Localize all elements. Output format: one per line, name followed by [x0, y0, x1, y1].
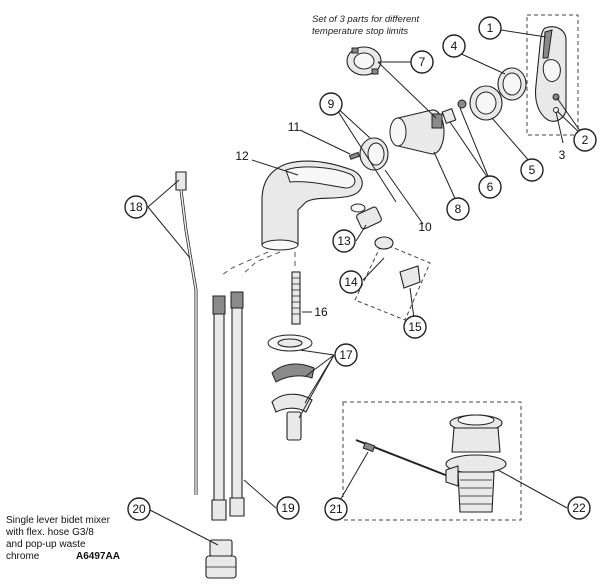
callout-11: 11 — [288, 120, 301, 134]
callout-20: 20 — [127, 497, 151, 521]
callout-number: 16 — [314, 305, 328, 319]
callout-10: 10 — [418, 220, 432, 234]
callout-number: 8 — [455, 202, 462, 216]
temperature-stop-part — [346, 46, 382, 76]
callout-number: 22 — [572, 501, 586, 515]
callout-9: 9 — [319, 92, 343, 116]
hose-path-right — [241, 251, 281, 276]
waste-group-box — [342, 401, 522, 521]
callout-14: 14 — [339, 270, 363, 294]
callout-16: 16 — [314, 305, 328, 319]
note-line: Set of 3 parts for different — [312, 14, 420, 25]
callout-5: 5 — [520, 158, 544, 182]
cartridge-part — [389, 109, 445, 155]
callout-12: 12 — [235, 149, 249, 163]
caption-line: Single lever bidet mixer — [6, 515, 110, 526]
lever-handle-part — [534, 26, 567, 122]
callout-number: 9 — [328, 97, 335, 111]
product-code: A6497AA — [76, 551, 120, 562]
note-line: temperature stop limits — [312, 26, 409, 37]
callout-22: 22 — [567, 496, 591, 520]
mounting-kit-part — [267, 334, 315, 441]
callout-number: 5 — [529, 163, 536, 177]
callout-number: 1 — [487, 21, 494, 35]
callout-number: 20 — [132, 502, 146, 516]
callout-number: 11 — [288, 120, 301, 134]
flex-hoses-part — [211, 291, 245, 521]
callout-number: 10 — [418, 220, 432, 234]
callout-7: 7 — [410, 50, 434, 74]
waste-linkage-part — [355, 439, 449, 477]
pop-up-waste-part — [445, 414, 507, 513]
cartridge-seal-part — [359, 137, 389, 171]
retaining-nut-part — [469, 85, 503, 121]
aerator-group-box — [354, 242, 431, 321]
cover-ring-part — [497, 67, 527, 101]
callout-number: 3 — [559, 148, 566, 162]
callout-number: 2 — [582, 133, 589, 147]
callout-3: 3 — [559, 148, 566, 162]
aerator-part — [350, 203, 421, 289]
callout-number: 15 — [408, 320, 422, 334]
callout-4: 4 — [442, 34, 466, 58]
callout-number: 7 — [419, 55, 426, 69]
callout-17: 17 — [334, 343, 358, 367]
callout-number: 19 — [281, 501, 295, 515]
callout-15: 15 — [403, 315, 427, 339]
callout-19: 19 — [276, 496, 300, 520]
mixer-body-part — [261, 160, 363, 251]
callout-number: 14 — [344, 275, 358, 289]
caption-line: with flex. hose G3/8 — [6, 527, 94, 538]
callout-2: 2 — [573, 128, 597, 152]
product-caption: Single lever bidet mixer with flex. hose… — [6, 515, 206, 563]
threaded-stud-part — [291, 271, 301, 325]
callout-6: 6 — [478, 175, 502, 199]
caption-line: and pop-up waste — [6, 539, 86, 550]
callout-number: 13 — [337, 234, 351, 248]
pop-up-rod-part — [175, 171, 198, 495]
callout-18: 18 — [124, 195, 148, 219]
adapter-fitting-part — [205, 539, 237, 579]
fixing-screws-part — [441, 99, 467, 125]
callout-1: 1 — [478, 16, 502, 40]
caption-line: chrome — [6, 551, 40, 562]
callout-number: 4 — [451, 39, 458, 53]
locating-pin-part — [348, 151, 361, 160]
callout-number: 18 — [129, 200, 143, 214]
temperature-stop-note: Set of 3 parts for different temperature… — [312, 14, 512, 38]
callout-13: 13 — [332, 229, 356, 253]
hose-path-left — [221, 251, 269, 276]
callout-number: 12 — [235, 149, 249, 163]
callout-number: 6 — [487, 180, 494, 194]
callout-number: 21 — [329, 502, 343, 516]
callout-number: 17 — [339, 348, 353, 362]
callout-21: 21 — [324, 497, 348, 521]
callout-8: 8 — [446, 197, 470, 221]
